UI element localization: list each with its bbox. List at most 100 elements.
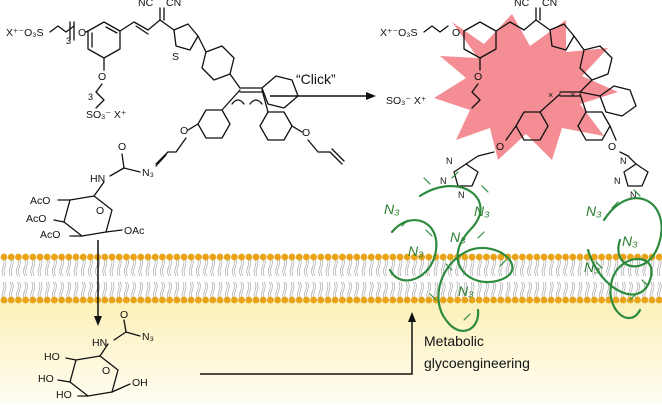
lipid-head xyxy=(123,296,130,304)
lipid-tail xyxy=(340,257,345,277)
lipid-head xyxy=(526,253,533,261)
lipid-head xyxy=(569,296,577,304)
lipid-head xyxy=(281,253,289,261)
lipid-head xyxy=(144,253,152,261)
lipid-head xyxy=(634,296,641,304)
lipid-head xyxy=(540,253,548,261)
lipid-tail xyxy=(131,257,136,277)
lipid-head xyxy=(526,296,533,304)
lipid-head xyxy=(555,296,562,304)
lipid-head xyxy=(375,253,382,261)
lipid-tail xyxy=(433,257,439,277)
glycan-branch xyxy=(611,201,619,209)
lipid-head xyxy=(288,253,296,261)
lipid-head xyxy=(360,253,368,261)
glycan-branch xyxy=(641,279,649,287)
lipid-head xyxy=(547,253,555,261)
lipid-tail xyxy=(1,257,7,277)
lipid-head xyxy=(22,253,29,261)
lipid-tail xyxy=(102,257,108,277)
glycan-branch xyxy=(633,189,641,197)
lipid-head xyxy=(641,296,649,304)
lipid-head xyxy=(238,253,246,261)
lipid-head xyxy=(274,296,281,304)
lipid-head xyxy=(461,296,469,304)
lipid-tail xyxy=(347,257,352,277)
free-azide-group: N₃ xyxy=(142,331,154,343)
lipid-head xyxy=(418,296,425,304)
acetylated-azido-sugar: O HN O N₃ AcO AcO AcO OAc xyxy=(26,141,154,241)
lipid-head xyxy=(15,296,22,304)
lipid-tail xyxy=(16,257,21,277)
lipid-head xyxy=(43,253,51,261)
lipid-head xyxy=(317,296,325,304)
lipid-head xyxy=(605,253,613,261)
azide-tag: N₃ xyxy=(450,229,466,245)
lipid-head xyxy=(202,296,210,304)
triazole-n3: N xyxy=(458,190,465,200)
azide-tag: N₃ xyxy=(622,233,638,249)
lipid-head xyxy=(108,253,116,261)
lipid-head xyxy=(159,296,166,304)
azide-tag: N₃ xyxy=(384,201,400,217)
lipid-head xyxy=(216,253,224,261)
sulfonate-top-label: X⁺⁻O₃S xyxy=(6,27,44,39)
uptake-arrowhead xyxy=(94,316,102,326)
lipid-head xyxy=(396,296,404,304)
azide-tag: N₃ xyxy=(408,243,424,259)
cytoplasm-region xyxy=(0,300,662,404)
lipid-head xyxy=(252,253,260,261)
lipid-tail xyxy=(419,257,424,277)
lipid-head xyxy=(303,296,310,304)
lipid-head xyxy=(547,296,555,304)
rotation-lock-mark-2: × xyxy=(570,90,575,100)
hydroxyl-3: HO xyxy=(56,389,72,401)
glycan-branch xyxy=(401,219,409,227)
product-sulfonate-bottom: SO₃⁻ X⁺ xyxy=(386,95,427,107)
azide-labels: N₃ N₃ N₃ N₃ N₃ N₃ N₃ N₃ xyxy=(384,201,638,299)
glycan-branch xyxy=(629,293,637,301)
lipid-head xyxy=(29,253,37,261)
glycan-chains xyxy=(388,171,662,332)
lipid-head xyxy=(231,253,238,261)
lipid-head xyxy=(483,296,490,304)
lipid-head xyxy=(598,296,605,304)
acetoxy-4: OAc xyxy=(124,225,144,237)
lipid-head xyxy=(310,296,317,304)
lipid-head xyxy=(533,296,541,304)
lipid-tail xyxy=(203,257,208,277)
lipid-head xyxy=(519,296,526,304)
lipid-head xyxy=(425,296,433,304)
lipid-tail xyxy=(44,257,50,277)
lipid-head xyxy=(115,253,123,261)
lipid-head xyxy=(223,253,231,261)
product-oxygen-4: O xyxy=(608,141,616,153)
lipid-head xyxy=(51,296,58,304)
oxygen-label-2: O xyxy=(180,125,188,137)
lipid-head xyxy=(353,253,361,261)
lipid-tail xyxy=(217,257,223,277)
lipid-tail xyxy=(491,257,496,277)
lipid-tail xyxy=(145,257,151,277)
lipid-head xyxy=(209,253,217,261)
lipid-head xyxy=(166,296,174,304)
lipid-head xyxy=(468,296,476,304)
cyano-left-label: NC xyxy=(138,0,154,9)
sulfonate-bottom-label: SO₃⁻ X⁺ xyxy=(86,109,127,121)
azide-tag: N₃ xyxy=(586,203,602,219)
lipid-tail xyxy=(361,257,367,277)
lipid-tail xyxy=(253,257,259,277)
lipid-head xyxy=(439,296,447,304)
lipid-tail xyxy=(37,257,43,277)
glycan-branch xyxy=(445,263,453,271)
lipid-head xyxy=(274,253,281,261)
lipid-tail xyxy=(210,257,216,277)
lipid-head xyxy=(591,296,598,304)
lipid-head xyxy=(173,296,181,304)
lipid-head xyxy=(87,296,94,304)
lipid-head xyxy=(36,253,44,261)
lipid-tail xyxy=(397,257,403,277)
glycan-branch xyxy=(425,229,433,237)
lipid-tail xyxy=(282,257,288,277)
lipid-head xyxy=(331,296,339,304)
